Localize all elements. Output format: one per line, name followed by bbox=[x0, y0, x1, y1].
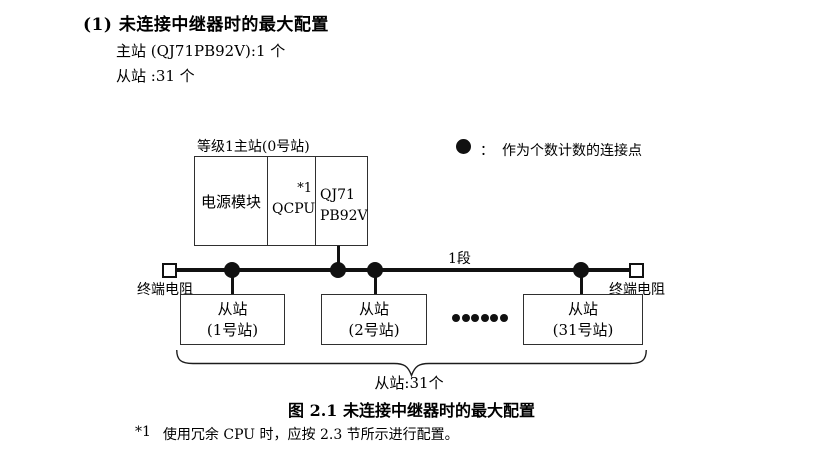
right-terminating-resistor-icon bbox=[629, 263, 644, 278]
slave-station-box-31: 从站 (31号站) bbox=[523, 294, 643, 345]
ellipsis-dot bbox=[490, 314, 498, 322]
pb92v-module-cell: QJ71 PB92V bbox=[315, 157, 368, 245]
legend-separator: ： bbox=[480, 143, 494, 159]
master-count-line: 主站 (QJ71PB92V):1 个 bbox=[116, 42, 286, 60]
slave-name: 从站 bbox=[567, 299, 598, 318]
ellipsis-dot bbox=[481, 314, 489, 322]
slave2-drop-line bbox=[374, 271, 377, 295]
master-station-box: 电源模块 *1 QCPU QJ71 PB92V bbox=[194, 156, 368, 246]
slave-name: 从站 bbox=[358, 299, 389, 318]
pb92v-line2: PB92V bbox=[320, 208, 368, 224]
cpu-cell: *1 QCPU bbox=[267, 157, 315, 245]
slave-station-no: (2号站) bbox=[348, 320, 400, 339]
section-heading: (1) 未连接中继器时的最大配置 bbox=[83, 15, 329, 35]
segment-label: 1段 bbox=[448, 251, 471, 267]
ellipsis-dot bbox=[462, 314, 470, 322]
master-station-label: 等级1主站(0号站) bbox=[197, 139, 310, 155]
ellipsis-dot bbox=[471, 314, 479, 322]
slave-station-no: (1号站) bbox=[206, 320, 259, 339]
slave-count-brace bbox=[176, 350, 647, 378]
footnote-text: 使用冗余 CPU 时，应按 2.3 节所示进行配置。 bbox=[162, 427, 459, 443]
cpu-footnote-ref: *1 bbox=[297, 181, 312, 196]
slave-station-box-2: 从站 (2号站) bbox=[321, 294, 427, 345]
slave31-drop-line bbox=[580, 271, 583, 295]
left-terminator-label: 终端电阻 bbox=[137, 282, 193, 298]
slave1-drop-line bbox=[231, 271, 234, 295]
connection-point-dot bbox=[330, 262, 346, 278]
connection-point-icon bbox=[456, 139, 471, 154]
legend-text: ： 作为个数计数的连接点 bbox=[480, 140, 642, 160]
brace-label: 从站:31个 bbox=[374, 374, 444, 392]
slave-station-box-1: 从站 (1号站) bbox=[180, 294, 285, 345]
pb92v-line1: QJ71 bbox=[320, 187, 355, 203]
power-module-cell: 电源模块 bbox=[200, 192, 261, 211]
footnote-marker: *1 bbox=[135, 424, 151, 440]
legend-description: 作为个数计数的连接点 bbox=[502, 143, 642, 159]
ellipsis-dot bbox=[500, 314, 508, 322]
slave-station-no: (31号站) bbox=[552, 320, 614, 339]
ellipsis-dot bbox=[452, 314, 460, 322]
connection-point-dot bbox=[224, 262, 240, 278]
connection-point-dot bbox=[367, 262, 383, 278]
figure-caption: 图 2.1 未连接中继器时的最大配置 bbox=[288, 401, 535, 420]
left-terminating-resistor-icon bbox=[162, 263, 177, 278]
cpu-name: QCPU bbox=[272, 201, 316, 217]
master-drop-line bbox=[337, 246, 340, 269]
footnote: *1 使用冗余 CPU 时，应按 2.3 节所示进行配置。 bbox=[135, 424, 459, 444]
slave-count-line: 从站 :31 个 bbox=[116, 67, 195, 85]
connection-point-dot bbox=[573, 262, 589, 278]
slave-name: 从站 bbox=[217, 299, 248, 318]
bus-line bbox=[170, 268, 637, 272]
